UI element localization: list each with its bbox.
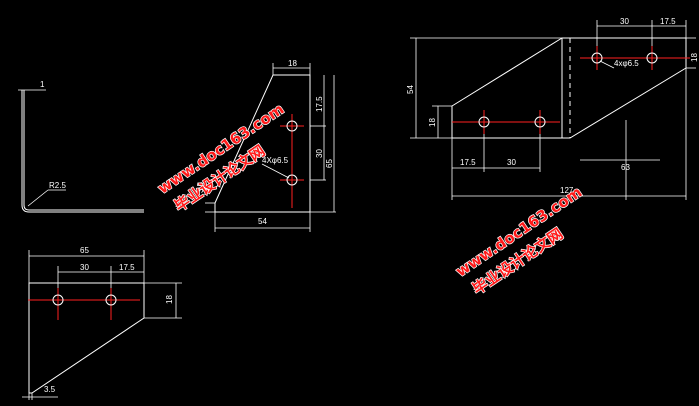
bottom-view: 65 30 17.5 18 3.5 (22, 246, 182, 400)
watermark: www.doc163.com 毕业设计论文网 (452, 182, 586, 299)
front-hole (286, 174, 298, 186)
bottom-hole (52, 294, 64, 306)
front-height-text: 65 (325, 159, 334, 168)
right-hole (478, 116, 490, 128)
right-hole-offset-text: 17.5 (660, 17, 676, 26)
bottom-hole (105, 294, 117, 306)
right-holes-text: 4xφ6.5 (614, 59, 639, 68)
bottom-outline (28, 282, 145, 394)
bottom-hole-offset-text: 17.5 (119, 263, 135, 272)
front-hole-pitch-text: 30 (315, 149, 324, 158)
front-holes-text: 4Xφ6.5 (262, 156, 289, 165)
bottom-hole-pitch-text: 30 (80, 263, 89, 272)
right-overall-text: 127 (560, 186, 574, 195)
front-width-top-text: 18 (288, 59, 297, 68)
front-view: 18 17.5 30 65 4Xφ6.5 3.5 54 (196, 59, 336, 232)
front-hole-offset-text: 17.5 (315, 96, 324, 112)
right-height-total-text: 54 (406, 85, 415, 94)
thickness-dim-text: 1 (40, 80, 45, 89)
right-center-mark-text: 63 (621, 163, 630, 172)
right-hole-offset-bottom-text: 17.5 (460, 158, 476, 167)
right-view: 30 17.5 18 54 18 4xφ6.5 17.5 (406, 17, 699, 200)
front-chamfer-text: 3.5 (196, 181, 205, 193)
right-height-left-text: 18 (428, 118, 437, 127)
right-hole-pitch-text: 30 (620, 17, 629, 26)
radius-dim-text: R2.5 (49, 181, 66, 190)
right-hole (591, 52, 603, 64)
side-profile-inner (23, 90, 144, 211)
front-width-bottom-text: 54 (258, 217, 267, 226)
bottom-height-text: 18 (165, 295, 174, 304)
right-hole (534, 116, 546, 128)
side-profile-outline (21, 90, 144, 213)
radius-leader (27, 189, 49, 207)
right-height-right-text: 18 (690, 53, 699, 62)
right-hole-leader (599, 60, 615, 69)
right-hole-pitch-bottom-text: 30 (507, 158, 516, 167)
side-view: 1 R2.5 (18, 80, 144, 213)
bottom-overall-text: 65 (80, 246, 89, 255)
bottom-chamfer-text: 3.5 (44, 385, 56, 394)
front-hole (286, 120, 298, 132)
right-hole (646, 52, 658, 64)
front-hole-leader (261, 163, 290, 179)
